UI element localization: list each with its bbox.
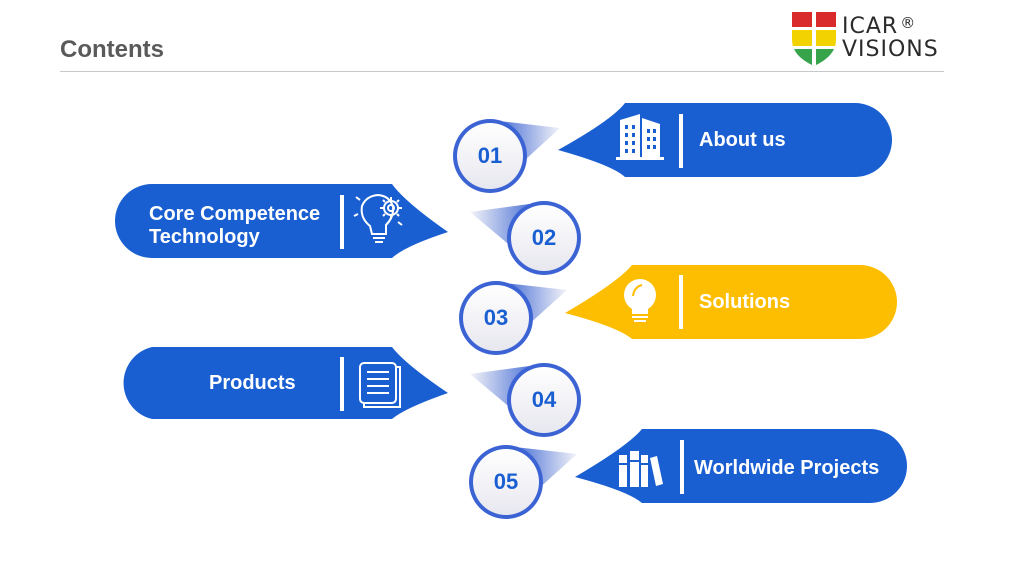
books-icon — [619, 451, 663, 487]
lightbulb-icon — [624, 279, 656, 322]
item-01-divider — [679, 114, 683, 168]
item-02-label-line2: Technology — [149, 226, 260, 248]
item-05[interactable] — [469, 429, 907, 519]
item-03-divider — [679, 275, 683, 329]
item-04-number: 04 — [531, 387, 557, 412]
item-03[interactable] — [459, 265, 897, 355]
item-04-label: Products — [209, 372, 296, 394]
gear-lightbulb-icon — [353, 193, 403, 243]
item-04[interactable] — [123, 347, 581, 437]
item-02-divider — [340, 195, 344, 249]
shield-logo-icon — [792, 12, 836, 66]
item-03-label: Solutions — [699, 291, 791, 313]
item-03-circle — [463, 285, 529, 351]
title-divider — [60, 71, 944, 72]
company-logo: ICAR® VISIONS — [790, 10, 950, 68]
logo-text-line1: ICAR — [842, 14, 899, 39]
item-04-circle — [511, 367, 577, 433]
item-05-label: Worldwide Projects — [694, 457, 880, 479]
item-01-label: About us — [699, 129, 786, 151]
item-04-banner — [123, 347, 449, 419]
item-05-circle — [473, 449, 539, 515]
item-02[interactable] — [115, 184, 581, 275]
item-03-number: 03 — [483, 305, 509, 330]
item-01-number: 01 — [477, 143, 503, 168]
item-04-divider — [340, 357, 344, 411]
logo-registered-mark: ® — [900, 14, 917, 32]
item-05-divider — [680, 440, 684, 494]
item-02-number: 02 — [531, 225, 557, 250]
item-05-number: 05 — [493, 469, 519, 494]
building-icon — [616, 114, 664, 160]
item-01[interactable] — [453, 103, 892, 193]
logo-text-line2: VISIONS — [842, 37, 939, 62]
page-title: Contents — [60, 36, 164, 63]
document-stack-icon — [359, 362, 401, 408]
item-01-circle — [457, 123, 523, 189]
item-02-circle — [511, 205, 577, 271]
item-02-label-line1: Core Competence — [149, 203, 321, 225]
